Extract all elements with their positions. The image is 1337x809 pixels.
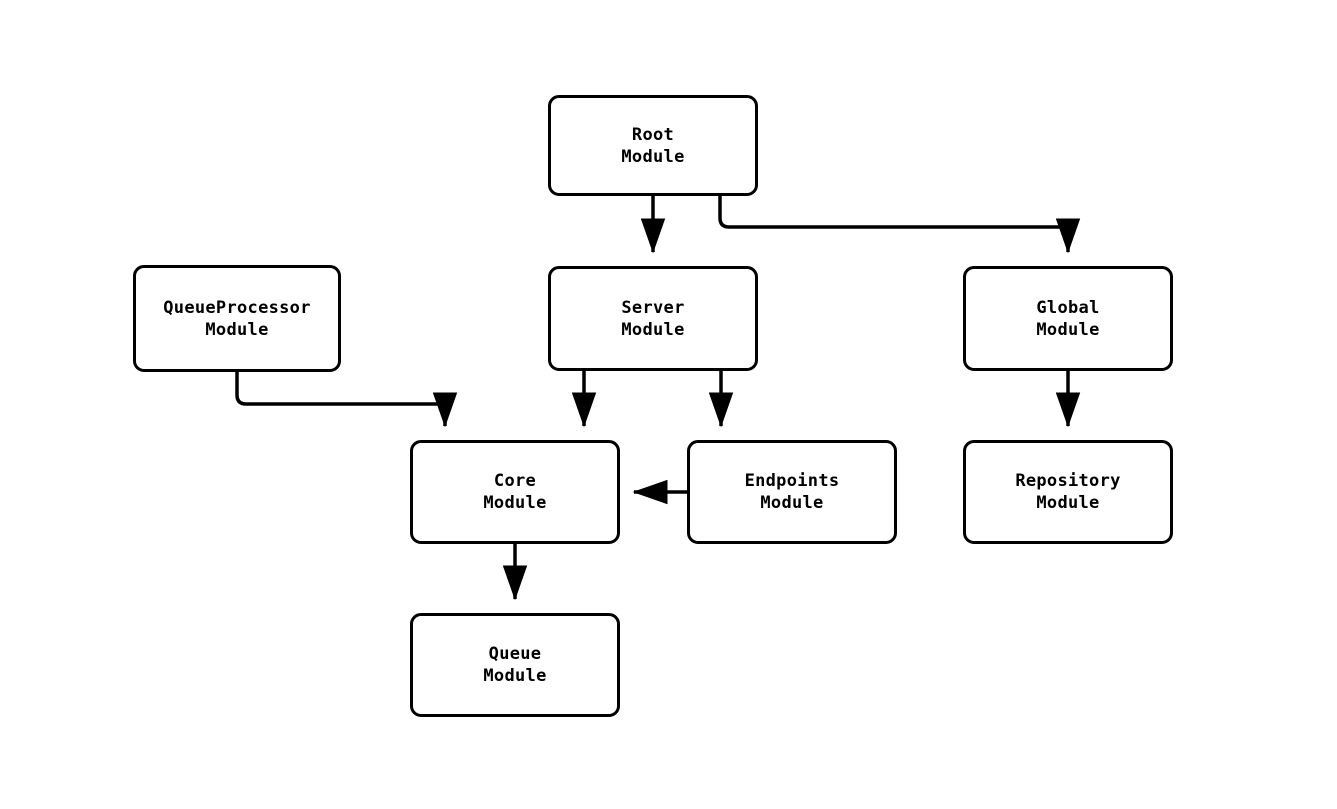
node-server-module[interactable]: Server Module — [548, 266, 758, 371]
node-queue-module-label: Queue Module — [483, 644, 547, 686]
node-root-module[interactable]: Root Module — [548, 95, 758, 196]
node-queue-module[interactable]: Queue Module — [410, 613, 620, 717]
node-server-module-label: Server Module — [621, 297, 685, 340]
edge-root-global — [718, 196, 1081, 254]
node-endpoints-module[interactable]: Endpoints Module — [687, 440, 897, 544]
node-global-module[interactable]: Global Module — [963, 266, 1173, 371]
node-core-module-label: Core Module — [483, 471, 547, 513]
node-queueprocessor-module[interactable]: QueueProcessor Module — [133, 265, 341, 372]
node-repository-module[interactable]: Repository Module — [963, 440, 1173, 544]
node-global-module-label: Global Module — [1036, 297, 1100, 340]
node-root-module-label: Root Module — [621, 124, 685, 167]
edge-queueprocessor-core — [235, 372, 458, 428]
node-endpoints-module-label: Endpoints Module — [744, 471, 840, 513]
node-queueprocessor-module-label: QueueProcessor Module — [163, 297, 311, 340]
node-core-module[interactable]: Core Module — [410, 440, 620, 544]
node-repository-module-label: Repository Module — [1015, 471, 1121, 513]
